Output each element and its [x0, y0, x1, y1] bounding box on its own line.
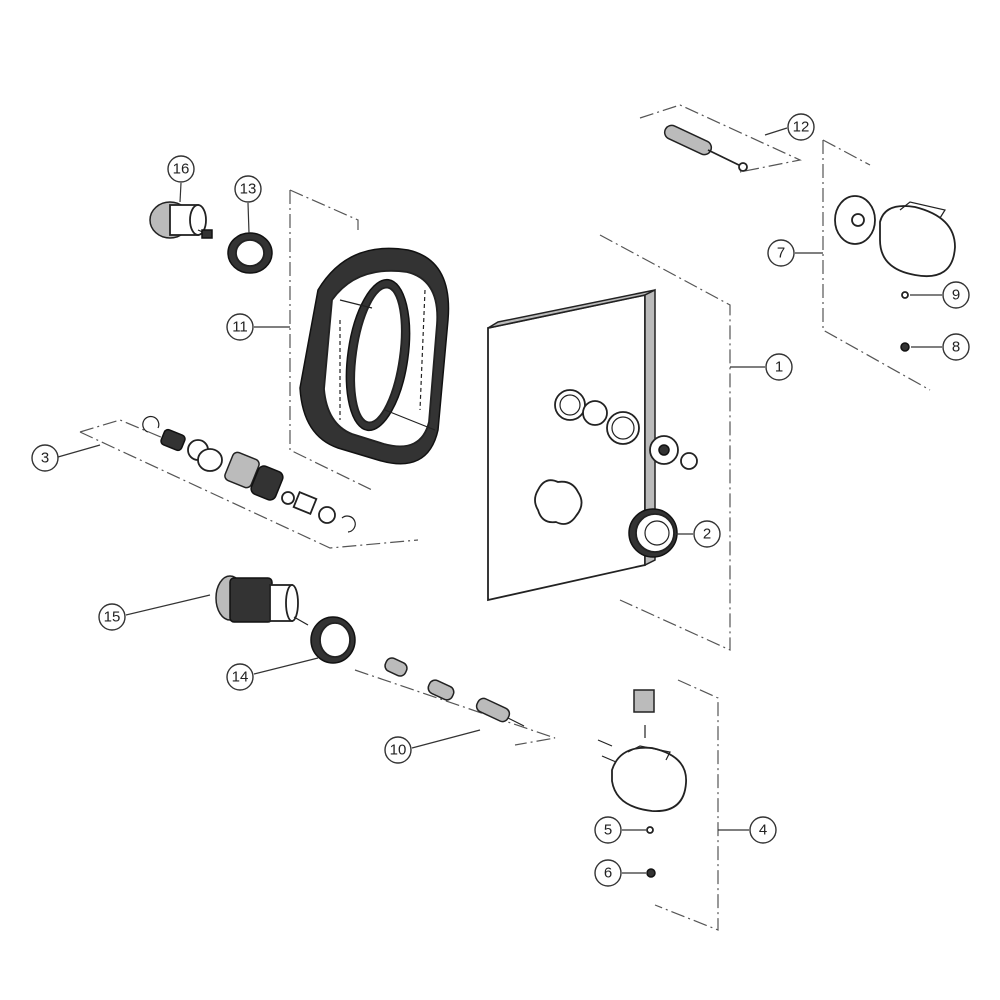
check-valves: [384, 657, 525, 727]
callout-4: 4: [749, 816, 777, 844]
small-screws: [646, 291, 910, 878]
callout-3: 3: [31, 444, 59, 472]
svg-text:7: 7: [777, 245, 785, 262]
callout-5: 5: [594, 816, 622, 844]
callout-12: 12: [787, 113, 815, 141]
callout-8: 8: [942, 333, 970, 361]
nut: [227, 232, 273, 274]
callout-14: 14: [226, 663, 254, 691]
callout-13: 13: [234, 175, 262, 203]
cartridge-small: [149, 201, 213, 239]
svg-text:16: 16: [173, 161, 190, 178]
cover-plate: [487, 288, 698, 602]
svg-text:14: 14: [232, 669, 249, 686]
callout-15: 15: [98, 603, 126, 631]
mounting-frame: [299, 247, 450, 465]
svg-text:12: 12: [793, 119, 810, 136]
svg-text:10: 10: [390, 742, 407, 759]
callout-10: 10: [384, 736, 412, 764]
callout-11: 11: [226, 313, 254, 341]
tool: [663, 124, 748, 172]
callout-16: 16: [167, 155, 195, 183]
valve-internals: [142, 415, 356, 533]
callout-2: 2: [693, 520, 721, 548]
callout-9: 9: [942, 281, 970, 309]
svg-text:11: 11: [232, 319, 248, 336]
sleeve: [310, 616, 356, 664]
group-outlines: [79, 104, 931, 931]
svg-text:9: 9: [952, 287, 960, 304]
thermostatic-cartridge: [215, 575, 309, 626]
svg-text:3: 3: [41, 450, 49, 467]
svg-text:5: 5: [604, 822, 612, 839]
svg-text:4: 4: [759, 822, 767, 839]
callout-7: 7: [767, 239, 795, 267]
svg-text:2: 2: [703, 526, 711, 543]
svg-text:13: 13: [240, 181, 257, 198]
callout-6: 6: [594, 859, 622, 887]
svg-text:8: 8: [952, 339, 960, 356]
handle-lower: [597, 689, 687, 812]
leader-lines: [57, 127, 942, 874]
button-ring: [628, 508, 678, 558]
svg-text:6: 6: [604, 865, 612, 882]
svg-text:15: 15: [104, 609, 121, 626]
callout-1: 1: [765, 353, 793, 381]
handle-upper: [834, 195, 956, 277]
svg-text:1: 1: [775, 359, 783, 376]
